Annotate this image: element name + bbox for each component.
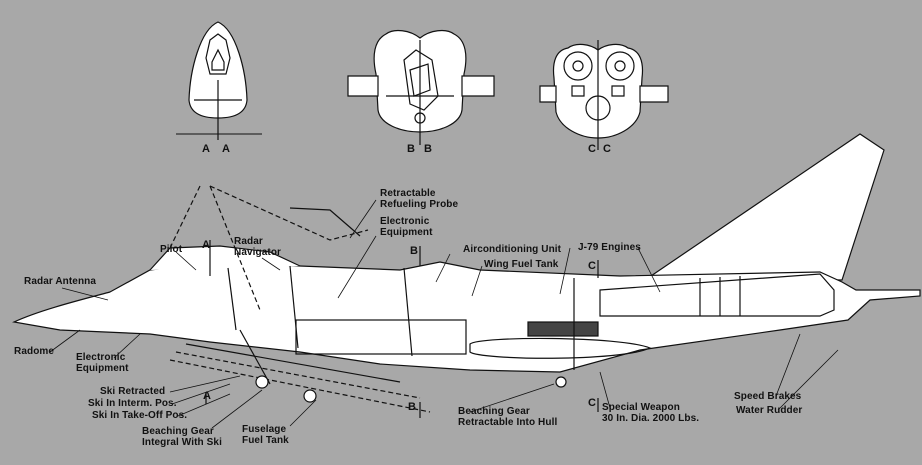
section-c-view: [539, 40, 669, 150]
label-electronic-equipment-top: Electronic Equipment: [380, 216, 433, 238]
label-refueling-probe: Retractable Refueling Probe: [380, 188, 459, 210]
label-electronic-equipment-nose: Electronic Equipment: [76, 352, 129, 374]
leader-lines: [49, 199, 839, 429]
label-ski-retracted: Ski Retracted: [100, 386, 166, 397]
section-mark-c-left: C: [588, 143, 596, 155]
section-mark-c-right: C: [603, 143, 611, 155]
section-mark-a-side-bottom: A: [203, 390, 211, 402]
section-a-view: [176, 21, 262, 140]
label-fuselage-fuel-tank: Fuselage Fuel Tank: [242, 424, 289, 446]
section-mark-b-left: B: [407, 143, 415, 155]
label-ski-takeoff: Ski In Take-Off Pos.: [92, 410, 188, 421]
aircraft-side-view: [12, 133, 921, 418]
label-wing-fuel-tank: Wing Fuel Tank: [484, 259, 559, 270]
label-radome: Radome: [14, 346, 55, 357]
label-pilot: Pilot: [160, 244, 183, 255]
label-beaching-gear-ski: Beaching Gear Integral With Ski: [142, 426, 222, 448]
section-b-view: [347, 29, 495, 145]
section-mark-c-side-top: C: [588, 260, 596, 272]
section-mark-a-left: A: [202, 143, 210, 155]
label-speed-brakes: Speed Brakes: [734, 391, 802, 402]
label-radar-antenna: Radar Antenna: [24, 276, 97, 287]
section-mark-a-right: A: [222, 143, 230, 155]
label-water-rudder: Water Rudder: [736, 405, 803, 416]
label-radar-navigator: Radar Navigator: [234, 236, 282, 258]
label-ski-interm: Ski In Interm. Pos.: [88, 398, 177, 409]
label-j79-engines: J-79 Engines: [578, 242, 641, 253]
section-mark-b-side-bottom: B: [408, 401, 416, 413]
section-mark-b-side-top: B: [410, 245, 418, 257]
section-mark-c-side-bottom: C: [588, 397, 596, 409]
label-airconditioning-unit: Airconditioning Unit: [463, 244, 562, 255]
label-beaching-gear-hull: Beaching Gear Retractable Into Hull: [458, 406, 558, 428]
section-mark-b-right: B: [424, 143, 432, 155]
section-mark-a-side-top: A: [202, 239, 210, 251]
label-special-weapon: Special Weapon 30 In. Dia. 2000 Lbs.: [602, 402, 700, 424]
